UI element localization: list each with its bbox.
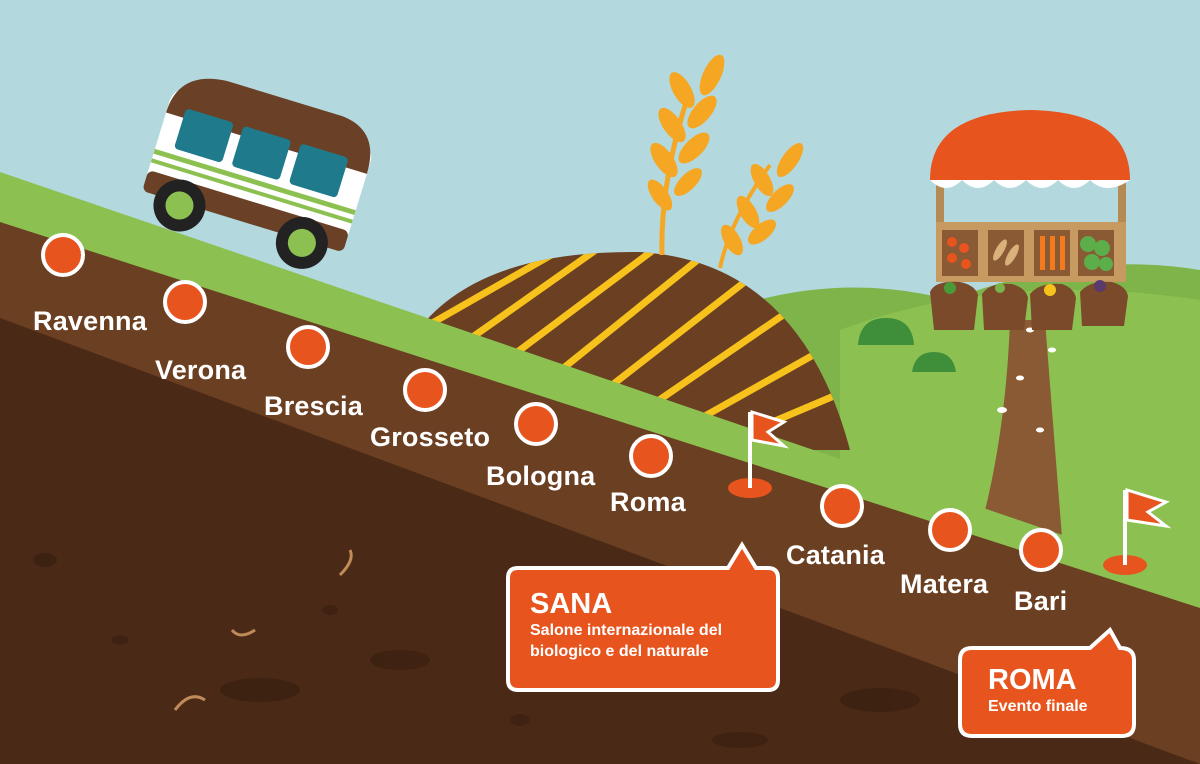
stop-label-matera: Matera (900, 569, 989, 599)
stop-marker-icon[interactable] (163, 280, 207, 324)
deep-soil (0, 318, 1200, 764)
stop-label-roma: Roma (610, 487, 686, 517)
stop-label-ravenna: Ravenna (33, 306, 147, 336)
stop-marker-icon[interactable] (1019, 528, 1063, 572)
stop-markers (41, 233, 1063, 572)
sana-callout-box (506, 541, 780, 692)
sana-callout: SANA Salone internazionale del biologico… (530, 588, 722, 662)
roma-callout-title: ROMA (988, 664, 1077, 696)
flag-icon (728, 409, 790, 498)
roma-callout-subtitle: Evento finale (988, 698, 1088, 715)
bus-icon (143, 78, 372, 269)
path-stones (997, 327, 1056, 433)
roma-callout: ROMA Evento finale (988, 664, 1088, 717)
flag-icon (1103, 487, 1172, 575)
stop-label-bologna: Bologna (486, 461, 596, 491)
roma-callout-box (958, 626, 1136, 738)
stop-marker-icon[interactable] (820, 484, 864, 528)
sana-callout-line-2: biologico e del naturale (530, 643, 709, 660)
sana-callout-line-1: Salone internazionale del (530, 622, 723, 639)
stop-marker-icon[interactable] (286, 325, 330, 369)
stop-label-verona: Verona (155, 355, 247, 385)
bush (858, 318, 914, 345)
market-stall-icon (930, 110, 1130, 330)
stop-marker-icon[interactable] (403, 368, 447, 412)
stop-marker-icon[interactable] (41, 233, 85, 277)
stop-label-grosseto: Grosseto (370, 422, 491, 452)
worms (173, 549, 353, 711)
stop-label-brescia: Brescia (264, 391, 363, 421)
stop-marker-icon[interactable] (928, 508, 972, 552)
stop-label-catania: Catania (786, 540, 885, 570)
stop-marker-icon[interactable] (514, 402, 558, 446)
stop-label-bari: Bari (1014, 586, 1068, 616)
sana-callout-title: SANA (530, 588, 613, 620)
stop-marker-icon[interactable] (629, 434, 673, 478)
bush (912, 352, 956, 372)
wheat-icon (647, 54, 804, 269)
